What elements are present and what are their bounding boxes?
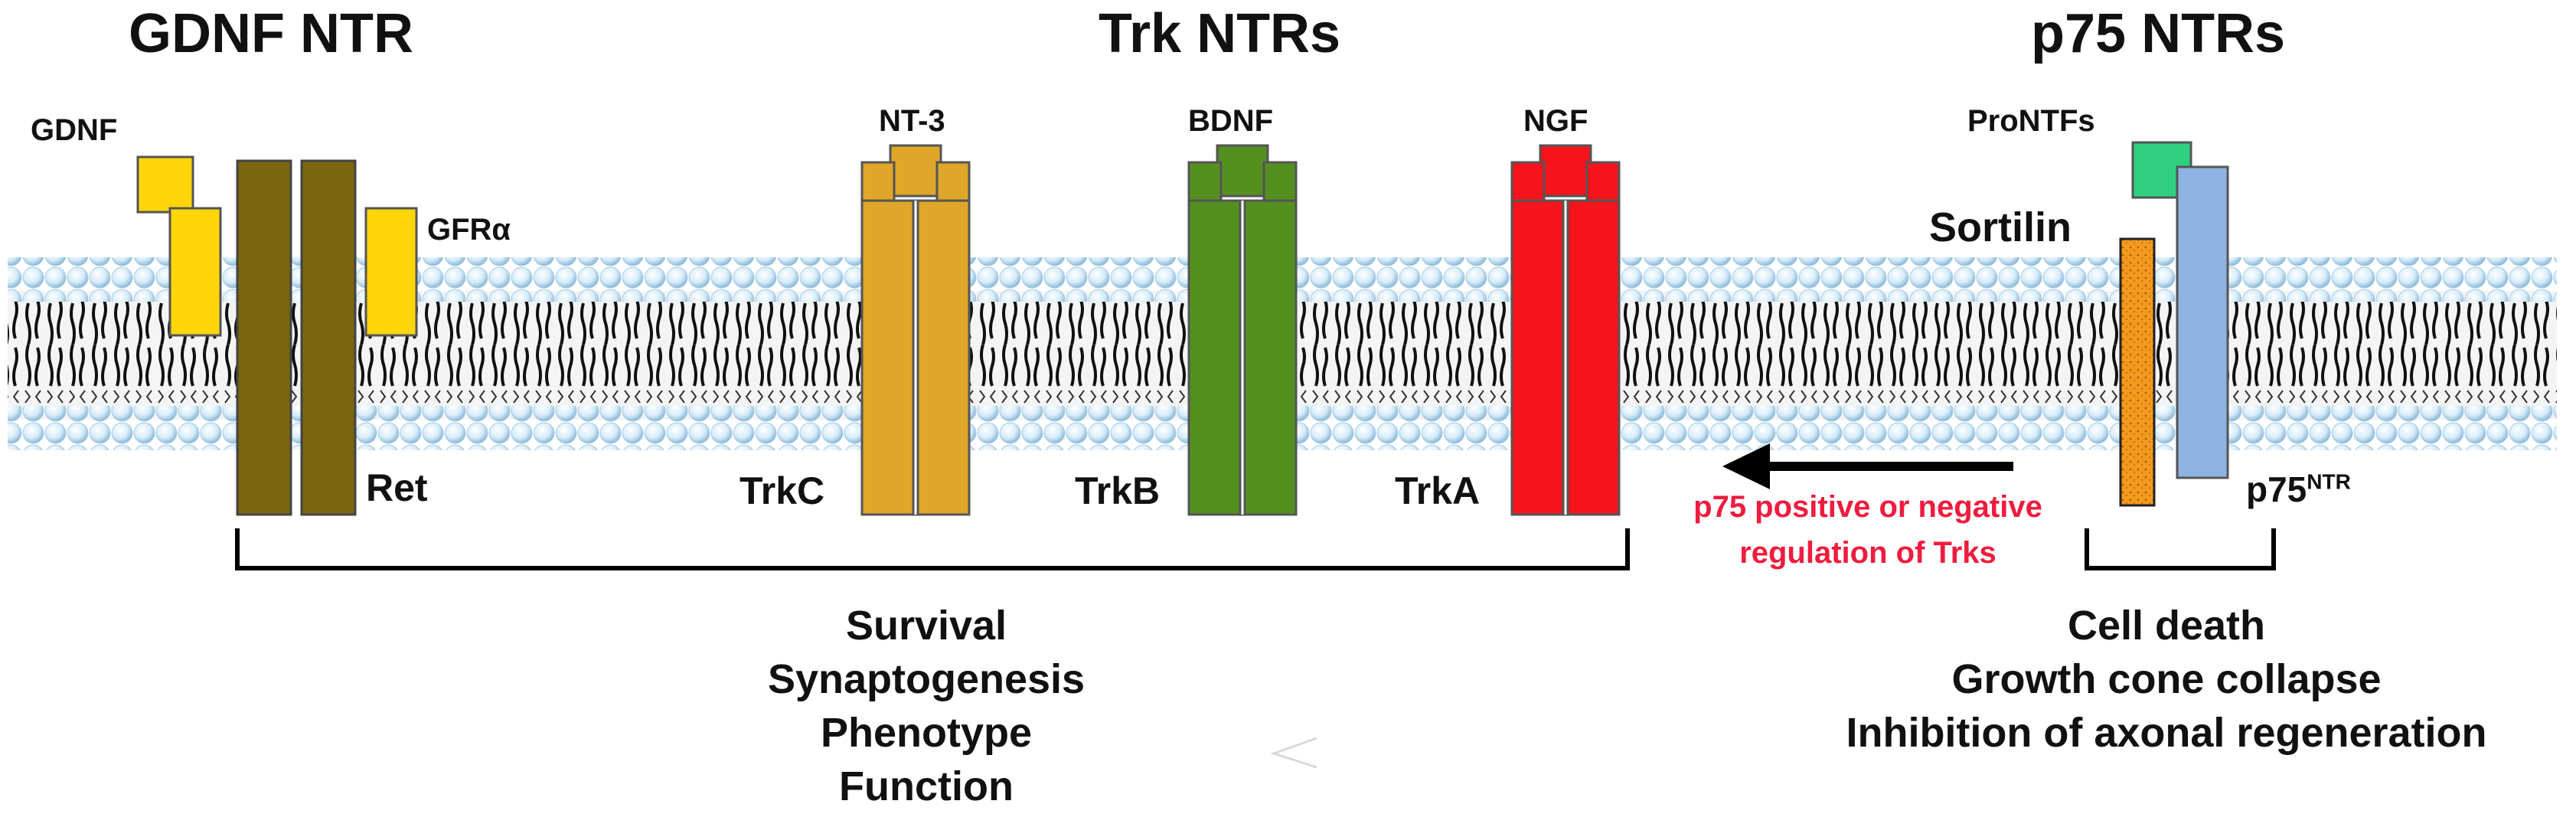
outcome-trophic-3: Function <box>839 763 1014 809</box>
trkc-split <box>913 201 918 515</box>
header-gdnf-ntr: GDNF NTR <box>129 3 413 64</box>
header-trk-ntrs: Trk NTRs <box>1099 3 1341 64</box>
trka-left-body <box>1510 199 1565 516</box>
label-p75ntr: p75NTR <box>2246 469 2351 509</box>
gfra-coreceptor-left <box>168 207 222 337</box>
outcome-p75-0: Cell death <box>2067 603 2266 649</box>
gdnf-receptor-complex <box>136 155 418 516</box>
label-gfra: GFRα <box>427 213 511 247</box>
nt3-ligand <box>889 144 942 198</box>
trkc-left-body <box>860 199 915 516</box>
label-trkb: TrkB <box>1075 469 1161 512</box>
label-sortilin: Sortilin <box>1929 204 2072 250</box>
outcome-trophic-0: Survival <box>845 603 1007 649</box>
gfra-coreceptor-right <box>364 207 418 337</box>
header-p75-ntrs: p75 NTRs <box>2031 3 2286 64</box>
label-pronTFs: ProNTFs <box>1967 104 2095 138</box>
label-p75ntr-sup: NTR <box>2307 469 2351 494</box>
ngf-ligand <box>1539 144 1592 198</box>
p75-bracket <box>2085 528 2276 570</box>
outcome-trophic-1: Synaptogenesis <box>767 656 1086 702</box>
trophic-bracket <box>235 528 1630 570</box>
label-gdnf: GDNF <box>31 113 118 147</box>
trkb-right-body <box>1243 199 1298 516</box>
outcomes-p75: Cell death Growth cone collapse Inhibiti… <box>1761 599 2572 760</box>
sortilin-receptor <box>2119 237 2156 507</box>
outcome-p75-2: Inhibition of axonal regeneration <box>1846 710 2487 756</box>
trka-split <box>1563 201 1568 515</box>
label-trkc: TrkC <box>739 469 825 512</box>
trkc-right-body <box>916 199 971 516</box>
trkb-split <box>1240 201 1245 515</box>
label-p75ntr-main: p75 <box>2246 469 2307 509</box>
trka-right-body <box>1566 199 1621 516</box>
label-ret: Ret <box>366 466 428 509</box>
p75-sortilin-complex <box>2119 141 2229 507</box>
label-nt3: NT-3 <box>879 104 945 138</box>
ret-receptor-left-chain <box>236 159 292 516</box>
outcomes-trophic: Survival Synaptogenesis Phenotype Functi… <box>620 599 1232 813</box>
faint-triangle-mark <box>1270 737 1317 769</box>
outcome-p75-1: Growth cone collapse <box>1951 656 2382 702</box>
trkb-left-body <box>1187 199 1242 516</box>
regulation-line-2: regulation of Trks <box>1739 536 1996 570</box>
bdnf-ligand <box>1216 144 1269 198</box>
trkc-receptor <box>860 144 971 516</box>
trka-receptor <box>1510 144 1621 516</box>
ret-receptor-right-chain <box>300 159 357 516</box>
label-trka: TrkA <box>1395 469 1481 512</box>
label-bdnf: BDNF <box>1188 104 1274 138</box>
outcome-trophic-2: Phenotype <box>820 710 1033 756</box>
gdnf-ligand <box>136 155 194 214</box>
regulation-text: p75 positive or negative regulation of T… <box>1646 484 2090 576</box>
regulation-arrow <box>1722 443 2013 489</box>
regulation-line-1: p75 positive or negative <box>1693 490 2042 524</box>
trkb-receptor <box>1187 144 1298 516</box>
label-ngf: NGF <box>1523 104 1588 138</box>
p75-receptor <box>2176 165 2229 479</box>
